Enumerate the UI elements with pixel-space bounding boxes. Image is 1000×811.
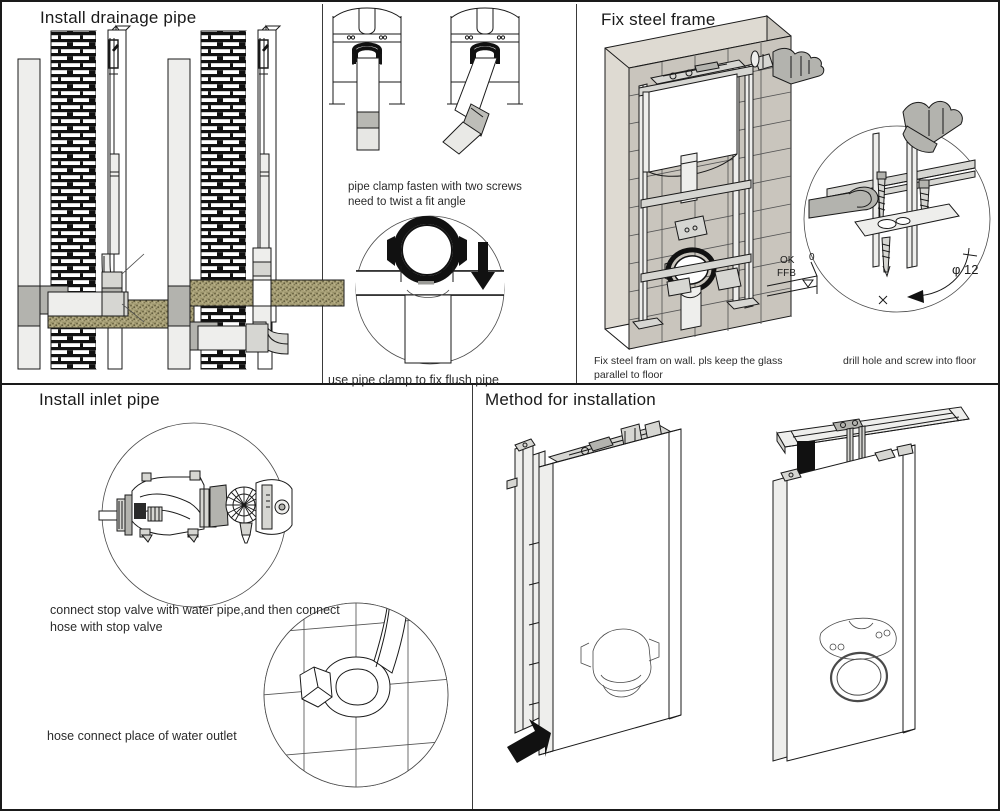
- level-annotation: [766, 261, 818, 297]
- clamp-view-angled: [442, 7, 523, 155]
- divider-vertical-top-left: [322, 4, 323, 383]
- panel-title-inlet-pipe: Install inlet pipe: [39, 390, 160, 409]
- panel-install-inlet-pipe: Install inlet pipe: [4, 385, 472, 809]
- stop-valve-circle: [98, 422, 293, 608]
- panel-pipe-clamp: pipe clamp fasten with two screws need t…: [323, 4, 576, 387]
- panel-install-drainage-pipe: Install drainage pipe: [4, 4, 345, 383]
- hole-diameter-label: φ 12: [952, 262, 979, 277]
- drainage-assembly-right: [167, 24, 345, 370]
- caption-use-pipe-clamp: use pipe clamp to fix flush pipe: [328, 373, 499, 387]
- drawing-method-for-installation: [506, 406, 970, 763]
- drawing-fix-steel-frame: [604, 14, 991, 351]
- panel-title-method: Method for installation: [485, 390, 656, 409]
- caption-drill-hole: drill hole and screw into floor: [843, 355, 977, 367]
- drawing-drainage-pipe: [17, 24, 345, 370]
- level-ffb-label: FFB: [777, 268, 796, 279]
- caption-fix-steel-frame: Fix steel fram on wall. pls keep the gla…: [594, 355, 783, 381]
- drainage-assembly-left: [17, 24, 195, 370]
- drawing-water-outlet: [263, 602, 449, 788]
- panel-outlet-shape: [580, 628, 660, 698]
- clamp-detail-circle: [355, 215, 505, 365]
- outlet-tile-wall: [264, 603, 448, 787]
- drawing-pipe-clamp: [329, 7, 523, 365]
- install-step-slide-panel: [506, 420, 682, 763]
- clamp-view-straight: [329, 7, 405, 151]
- level-ok-label: OK: [780, 255, 795, 266]
- divider-horizontal: [2, 383, 998, 385]
- divider-vertical-bottom: [472, 385, 473, 809]
- caption-connect-stop-valve: connect stop valve with water pipe,and t…: [50, 603, 340, 634]
- install-step-top-cover: [772, 406, 970, 762]
- level-zero-label: 0: [809, 252, 815, 263]
- panel-fix-steel-frame: Fix steel frame: [577, 4, 998, 383]
- caption-pipe-clamp-screws: pipe clamp fasten with two screws need t…: [348, 181, 522, 209]
- drill-detail-circle: [803, 101, 991, 313]
- hand-holding-bracket: [750, 47, 825, 85]
- divider-vertical-top: [576, 4, 577, 383]
- caption-hose-connect-place: hose connect place of water outlet: [47, 729, 237, 743]
- screw-left: [876, 171, 887, 220]
- cabinet-flange-plate: [819, 617, 897, 703]
- panel-method-for-installation: Method for installation: [473, 385, 998, 809]
- steel-frame: [632, 59, 761, 331]
- panel-title-steel-frame: Fix steel frame: [601, 10, 716, 29]
- panel-title-drainage: Install drainage pipe: [40, 8, 197, 27]
